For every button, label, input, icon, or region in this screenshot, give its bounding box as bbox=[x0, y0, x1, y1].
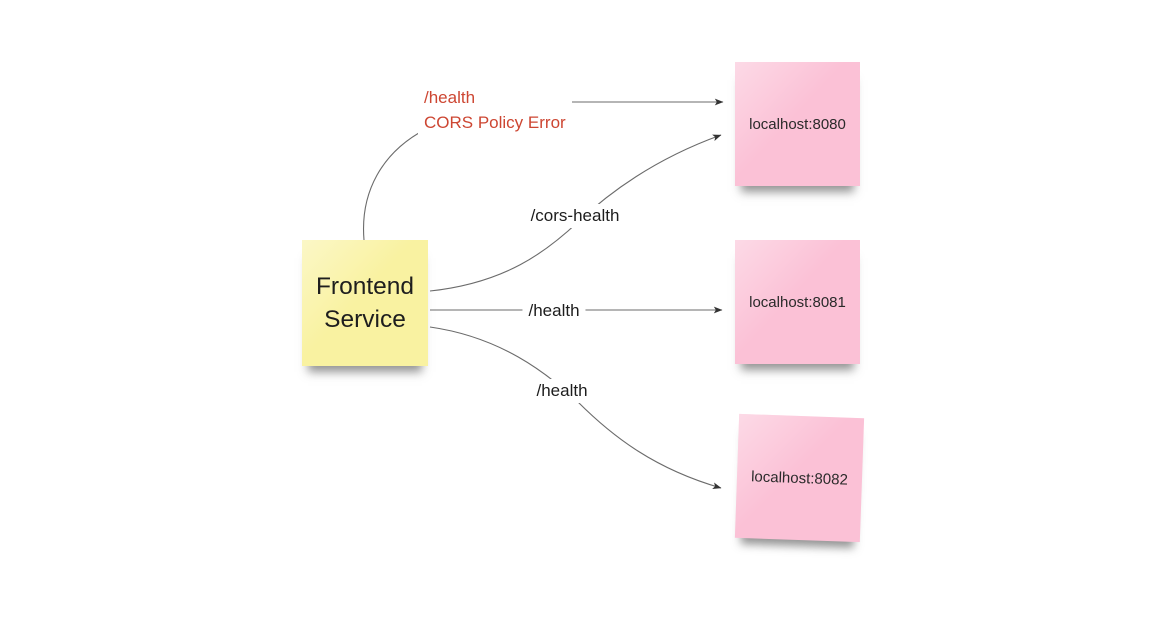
frontend-service-note[interactable]: Frontend Service bbox=[302, 240, 428, 366]
backend-8081-label: localhost:8081 bbox=[749, 293, 846, 311]
backend-8082-label: localhost:8082 bbox=[750, 467, 849, 489]
backend-note-8082[interactable]: localhost:8082 bbox=[734, 413, 865, 543]
edge-label-cors-error[interactable]: /health CORS Policy Error bbox=[418, 84, 572, 136]
frontend-service-label: Frontend Service bbox=[315, 272, 415, 333]
backend-note-8081[interactable]: localhost:8081 bbox=[735, 240, 860, 364]
edge-label-health-8081[interactable]: /health bbox=[522, 299, 586, 323]
backend-8080-label: localhost:8080 bbox=[749, 115, 846, 133]
edge-label-cors-health[interactable]: /cors-health bbox=[524, 204, 626, 228]
backend-note-8080[interactable]: localhost:8080 bbox=[735, 62, 860, 186]
edge-label-health-8082[interactable]: /health bbox=[530, 379, 594, 403]
connector-health-8082[interactable] bbox=[429, 326, 722, 489]
